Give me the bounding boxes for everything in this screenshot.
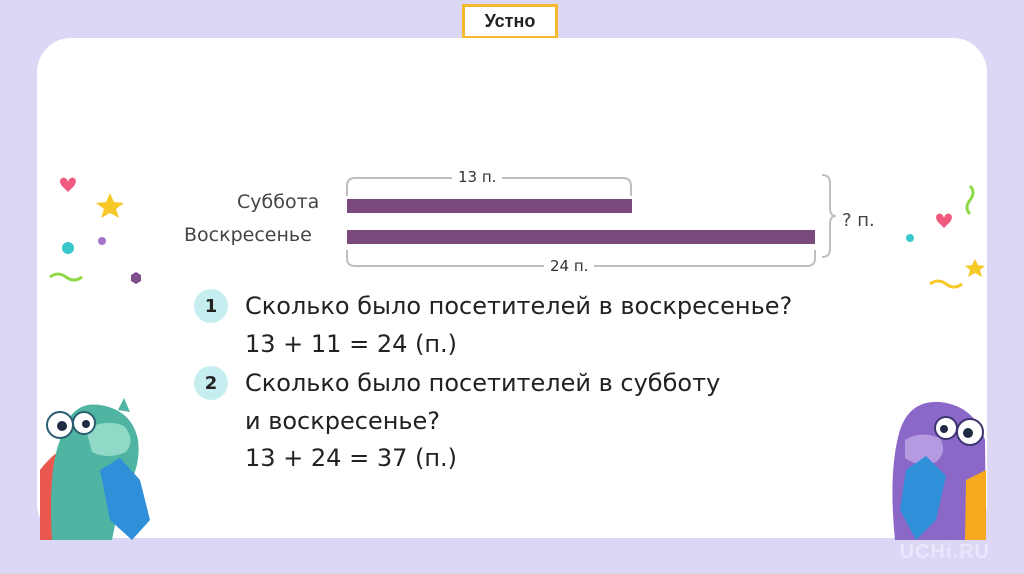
heart-icon <box>60 177 76 192</box>
bottom-brace-label: 24 п. <box>544 257 595 275</box>
question-1-text: Сколько было посетителей в воскресенье? <box>245 292 793 320</box>
squiggle-icon <box>929 279 963 289</box>
star-icon <box>96 193 124 218</box>
saturday-bar <box>347 199 632 213</box>
right-brace-label: ? п. <box>842 210 875 231</box>
squiggle-icon <box>49 272 83 282</box>
star-icon <box>965 259 985 277</box>
heart-icon <box>936 213 952 228</box>
dot-icon <box>98 237 106 245</box>
question-2-text-line2: и воскресенье? <box>245 407 441 435</box>
question-1-answer: 13 + 11 = 24 (п.) <box>245 330 458 358</box>
top-brace-label: 13 п. <box>452 168 503 186</box>
slide-card <box>37 38 987 538</box>
oral-badge: Устно <box>462 4 558 39</box>
question-2-text-line1: Сколько было посетителей в субботу <box>245 369 721 397</box>
sunday-bar <box>347 230 815 244</box>
hexagon-icon <box>131 272 141 284</box>
squiggle-icon <box>965 184 975 216</box>
dot-icon <box>906 234 914 242</box>
sunday-label: Воскресенье <box>184 224 312 246</box>
saturday-label: Суббота <box>237 191 320 213</box>
dot-icon <box>62 242 74 254</box>
question-number-badge: 1 <box>194 289 228 323</box>
question-2-answer: 13 + 24 = 37 (п.) <box>245 444 458 472</box>
uchi-watermark: UCHi.RU <box>899 541 990 563</box>
question-number-badge: 2 <box>194 366 228 400</box>
